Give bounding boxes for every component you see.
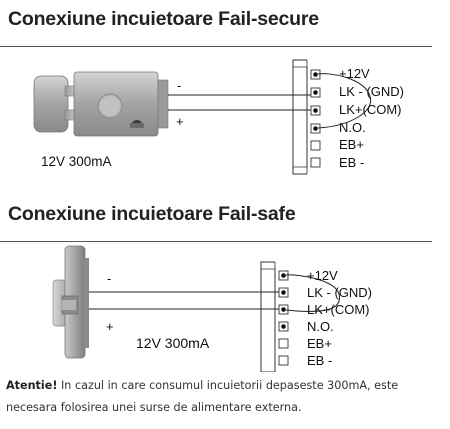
fail-safe-electric-strike-icon xyxy=(52,245,89,359)
fail-secure-plus-label: + xyxy=(176,114,184,129)
fail-secure-terminal-labels: +12V LK - (GND) LK+(COM) N.O. EB+ EB - xyxy=(339,66,404,170)
terminal-label-lk-com: LK+(COM) xyxy=(339,102,401,117)
fail-secure-wiring-diagram: - + 12V 300mA +12V LK - (GND) LK+(COM) N… xyxy=(33,59,404,175)
terminal-label-lk-gnd: LK - (GND) xyxy=(307,285,372,300)
fail-secure-terminal-block xyxy=(292,59,321,175)
terminal-label-no: N.O. xyxy=(307,319,334,334)
terminal-label-12v: +12V xyxy=(339,66,370,81)
terminal-label-eb-plus: EB+ xyxy=(307,336,332,351)
warning-label: Atentie! xyxy=(6,379,58,392)
fail-secure-wires xyxy=(168,94,313,111)
fail-secure-terminal-pins xyxy=(310,69,321,168)
fail-safe-terminal-pins xyxy=(278,270,289,366)
fail-secure-spec-label: 12V 300mA xyxy=(41,154,112,169)
fail-safe-terminal-block xyxy=(260,261,289,372)
terminal-label-eb-minus: EB - xyxy=(339,155,364,170)
terminal-label-eb-minus: EB - xyxy=(307,353,332,368)
warning-text: In cazul in care consumul incuietorii de… xyxy=(6,379,399,414)
terminal-label-12v: +12V xyxy=(307,268,338,283)
fail-secure-lock-icon xyxy=(33,71,169,137)
fail-safe-terminal-labels: +12V LK - (GND) LK+(COM) N.O. EB+ EB - xyxy=(307,268,372,368)
fail-safe-minus-label: - xyxy=(107,271,111,286)
section-divider xyxy=(0,46,432,47)
fail-safe-wiring-diagram: - + 12V 300mA +12V LK - (GND) LK+(COM) N… xyxy=(52,245,372,372)
fail-safe-title: Conexiune incuietoare Fail-safe xyxy=(8,203,296,225)
fail-safe-plus-label: + xyxy=(106,319,114,334)
terminal-label-lk-gnd: LK - (GND) xyxy=(339,84,404,99)
fail-safe-wires xyxy=(89,291,281,310)
terminal-label-eb-plus: EB+ xyxy=(339,137,364,152)
section-divider xyxy=(0,241,432,242)
fail-secure-minus-label: - xyxy=(177,78,181,93)
fail-safe-spec-label: 12V 300mA xyxy=(136,335,210,351)
terminal-label-lk-com: LK+(COM) xyxy=(307,302,369,317)
terminal-label-no: N.O. xyxy=(339,120,366,135)
warning-note: Atentie! In cazul in care consumul incui… xyxy=(6,375,446,419)
fail-secure-title: Conexiune incuietoare Fail-secure xyxy=(8,8,319,30)
fail-safe-jumper-loop xyxy=(285,274,340,312)
fail-secure-jumper-loop xyxy=(317,73,372,129)
